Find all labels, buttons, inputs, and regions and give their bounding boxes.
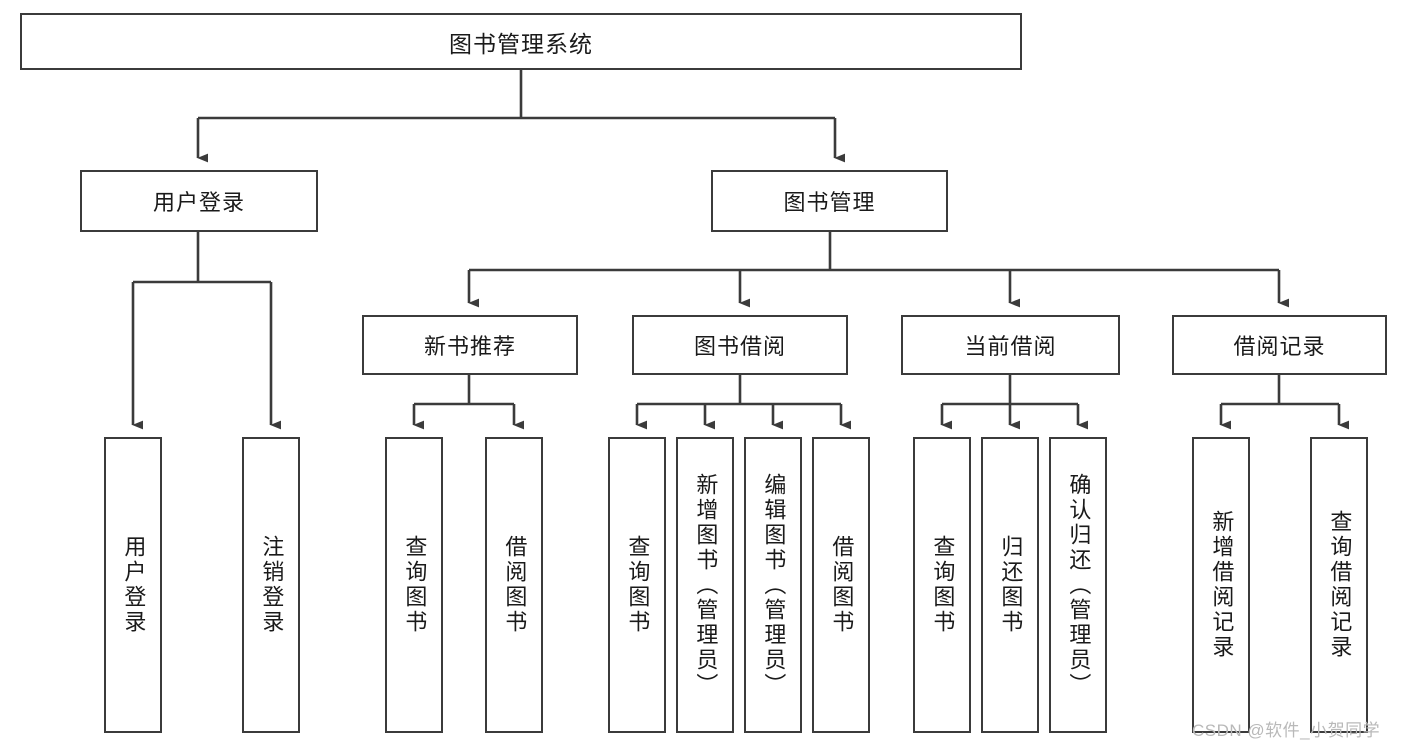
node-label: 图书管理 <box>783 190 876 215</box>
node-label: 编辑图书（管理员） <box>761 472 787 698</box>
node-label: 归还图书 <box>998 535 1024 635</box>
node-label: 确认归还（管理员） <box>1066 472 1092 698</box>
node-label: 注销登录 <box>259 535 285 635</box>
node-label: 查询图书 <box>625 535 651 635</box>
leaf-return-book[interactable]: 归还图书 <box>981 437 1039 733</box>
leaf-confirm-return-admin[interactable]: 确认归还（管理员） <box>1049 437 1107 733</box>
node-label: 新增图书（管理员） <box>693 472 719 698</box>
node-label: 图书借阅 <box>693 334 786 359</box>
node-label: 借阅图书 <box>829 535 855 635</box>
node-book-management[interactable]: 图书管理 <box>711 170 948 232</box>
node-label: 借阅记录 <box>1233 334 1326 359</box>
node-label: 查询图书 <box>930 535 956 635</box>
node-borrow-record[interactable]: 借阅记录 <box>1172 315 1387 375</box>
node-root-system[interactable]: 图书管理系统 <box>20 13 1022 70</box>
node-label: 查询借阅记录 <box>1327 510 1353 660</box>
leaf-add-book-admin[interactable]: 新增图书（管理员） <box>676 437 734 733</box>
node-label: 图书管理系统 <box>449 30 593 57</box>
leaf-query-borrow-record[interactable]: 查询借阅记录 <box>1310 437 1368 733</box>
node-label: 当前借阅 <box>964 334 1057 359</box>
leaf-edit-book-admin[interactable]: 编辑图书（管理员） <box>744 437 802 733</box>
node-new-book-recommend[interactable]: 新书推荐 <box>362 315 578 375</box>
leaf-borrow-book[interactable]: 借阅图书 <box>812 437 870 733</box>
node-book-borrow[interactable]: 图书借阅 <box>632 315 848 375</box>
node-label: 查询图书 <box>402 535 428 635</box>
leaf-borrow-book-recommend[interactable]: 借阅图书 <box>485 437 543 733</box>
leaf-query-book-recommend[interactable]: 查询图书 <box>385 437 443 733</box>
node-label: 用户登录 <box>152 190 245 215</box>
node-label: 新增借阅记录 <box>1209 510 1235 660</box>
node-current-borrow[interactable]: 当前借阅 <box>901 315 1120 375</box>
leaf-logout[interactable]: 注销登录 <box>242 437 300 733</box>
node-label: 新书推荐 <box>423 334 516 359</box>
leaf-query-book-borrow[interactable]: 查询图书 <box>608 437 666 733</box>
node-label: 借阅图书 <box>502 535 528 635</box>
leaf-query-book-current[interactable]: 查询图书 <box>913 437 971 733</box>
node-user-login[interactable]: 用户登录 <box>80 170 318 232</box>
leaf-add-borrow-record[interactable]: 新增借阅记录 <box>1192 437 1250 733</box>
node-label: 用户登录 <box>121 535 147 635</box>
watermark: CSDN @软件_小贺同学 <box>1192 721 1381 740</box>
leaf-user-login[interactable]: 用户登录 <box>104 437 162 733</box>
